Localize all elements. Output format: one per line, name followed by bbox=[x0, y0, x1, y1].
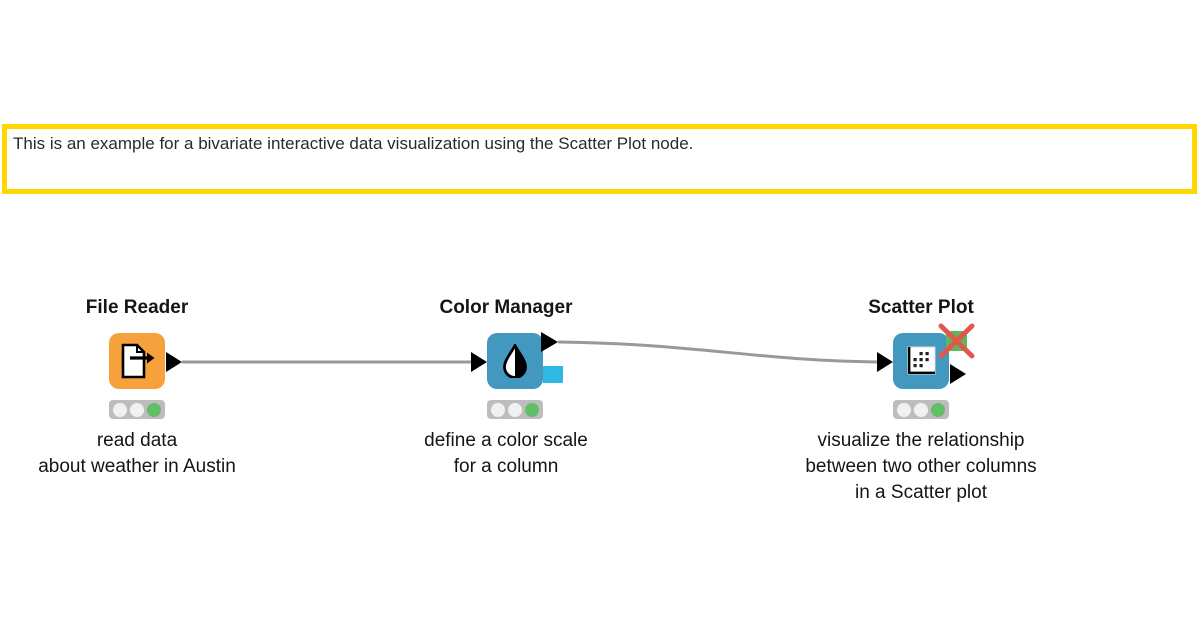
node-color-manager[interactable] bbox=[487, 333, 543, 389]
color-model-port-icon[interactable] bbox=[543, 366, 563, 383]
traffic-light-yellow bbox=[130, 402, 144, 417]
node-description-line: visualize the relationship bbox=[817, 430, 1025, 451]
node-title[interactable]: File Reader bbox=[85, 297, 189, 318]
traffic-light-yellow bbox=[914, 402, 928, 417]
annotation-text: This is an example for a bivariate inter… bbox=[13, 134, 694, 153]
node-description-line: for a column bbox=[453, 456, 559, 477]
node-description-line: define a color scale bbox=[424, 430, 588, 451]
node-description-line: read data bbox=[96, 430, 178, 451]
input-port-icon-scatter-plot[interactable] bbox=[877, 352, 893, 372]
wire-colormanager-scatterplot[interactable] bbox=[557, 340, 878, 364]
traffic-light bbox=[487, 400, 543, 419]
traffic-light-green bbox=[525, 402, 539, 417]
traffic-light-yellow bbox=[508, 402, 522, 417]
node-scatter-plot[interactable] bbox=[893, 333, 949, 389]
node-description[interactable]: visualize the relationship between two o… bbox=[751, 428, 1091, 506]
traffic-light-red bbox=[491, 402, 505, 417]
traffic-light bbox=[893, 400, 949, 419]
traffic-light-green bbox=[931, 402, 945, 417]
output-port-icon-color-manager[interactable] bbox=[541, 332, 558, 352]
node-description[interactable]: read data about weather in Austin bbox=[0, 428, 307, 480]
traffic-light bbox=[109, 400, 165, 419]
traffic-light-red bbox=[897, 402, 911, 417]
output-port-icon-scatter-plot[interactable] bbox=[950, 364, 966, 384]
file-export-icon bbox=[121, 343, 155, 379]
node-description-line: about weather in Austin bbox=[38, 456, 236, 477]
node-title[interactable]: Scatter Plot bbox=[868, 297, 974, 318]
color-drop-icon bbox=[503, 344, 527, 378]
node-description[interactable]: define a color scale for a column bbox=[336, 428, 676, 480]
workflow-annotation[interactable]: This is an example for a bivariate inter… bbox=[2, 124, 1197, 194]
node-description-line: between two other columns bbox=[805, 456, 1037, 477]
input-port-icon-color-manager[interactable] bbox=[471, 352, 487, 372]
scatter-grid-icon bbox=[907, 346, 936, 375]
node-file-reader[interactable] bbox=[109, 333, 165, 389]
traffic-light-green bbox=[147, 402, 161, 417]
traffic-light-red bbox=[113, 402, 127, 417]
node-title[interactable]: Color Manager bbox=[439, 297, 573, 318]
output-port-icon-file-reader[interactable] bbox=[166, 352, 182, 372]
node-description-line: in a Scatter plot bbox=[854, 482, 988, 503]
inactive-port-x-icon bbox=[938, 323, 975, 359]
